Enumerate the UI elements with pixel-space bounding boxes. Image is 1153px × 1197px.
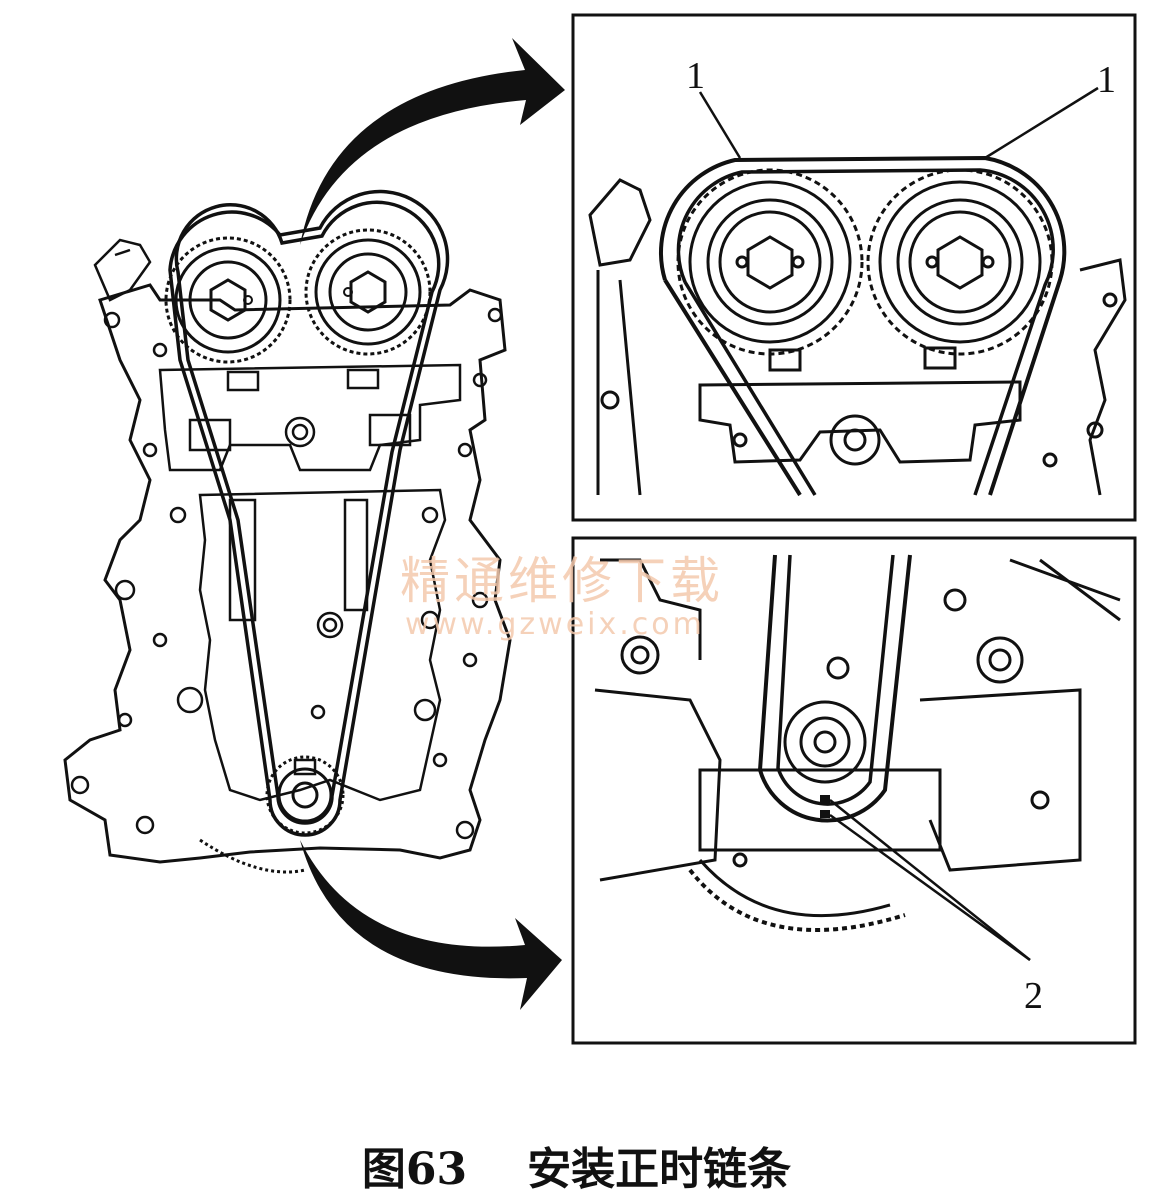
exhaust-cam-sprocket [304,228,432,356]
detail-exhaust-sprocket [866,168,1054,356]
arrow-to-top-detail [300,38,565,245]
detail-chain-crank-wrap [757,554,912,823]
block-boss-right [368,413,412,447]
pointer-arrows [300,38,565,1010]
block-boss-left [188,418,232,452]
timing-chain [168,189,450,837]
tensioner-bracket [93,238,152,302]
detail-cam-cradle [698,380,1022,464]
cam-cap-right [346,368,380,390]
cam-cap-left [226,370,260,392]
cam-cradle [158,363,462,472]
bolt-holes [70,307,503,840]
crankshaft-callout-leaders [829,799,1031,962]
crankshaft-detail-box: 2 [571,536,1137,1045]
camshaft-callout-leaders [698,86,1099,160]
intake-cam-sprocket [164,236,292,364]
detail-flywheel-arc [688,868,906,932]
timing-cover-inner [198,488,447,802]
arrow-to-bottom-detail [300,840,562,1010]
watermark: 精通维修下载 www.gzweix.com [400,552,724,642]
engine-front-view [63,189,512,874]
callout-1-right: 1 [1097,59,1116,101]
figure-number: 图63 [361,1144,468,1195]
detail-center-bolt [829,414,881,466]
lower-rib-right [343,498,369,612]
figure-title: 安装正时链条 [527,1144,792,1195]
detail-crank-sprocket [783,700,867,784]
watermark-url: www.gzweix.com [405,607,705,642]
callout-2: 2 [1024,975,1043,1017]
camshaft-detail-box: 1 1 [571,13,1137,522]
crank-timing-marks [820,795,830,818]
figure-caption: 图63 安装正时链条 [0,1133,1153,1195]
crank-sprocket [265,755,345,835]
lower-rib-left [228,498,257,622]
callout-1-left: 1 [686,55,705,97]
watermark-chinese: 精通维修下载 [400,552,724,610]
detail-intake-sprocket [676,168,864,356]
crank-pulley-arc [199,838,306,874]
